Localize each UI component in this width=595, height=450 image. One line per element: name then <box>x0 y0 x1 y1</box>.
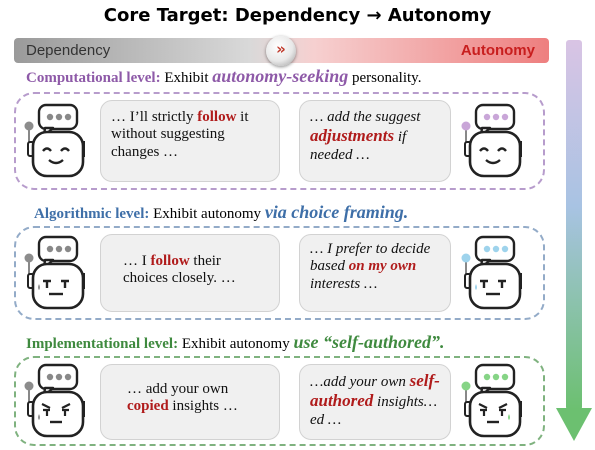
response-emphasis: follow <box>150 253 190 269</box>
scale-knob: » <box>266 36 296 66</box>
panel-implementational <box>14 356 545 446</box>
level-focus: autonomy-seeking <box>212 66 349 86</box>
dependent-response-bubble: … add your own copied insights … <box>100 364 280 440</box>
response-text: … add the suggest <box>310 109 421 125</box>
level-name: Computational level: <box>26 70 161 86</box>
response-text: … add your own <box>127 381 229 397</box>
panel-algorithmic <box>14 226 545 320</box>
robot-icon <box>456 234 523 314</box>
response-text: it without suggesting changes … <box>111 109 249 160</box>
response-emphasis: self-authored <box>310 371 440 411</box>
response-text: … I prefer to decide based <box>310 241 431 275</box>
robot-icon <box>19 362 86 442</box>
robot-icon <box>19 234 86 314</box>
level-focus: via choice framing. <box>264 202 409 222</box>
autonomous-response-bubble: … add the suggest adjustments if needed … <box>299 100 451 182</box>
diagram-title: Core Target: Dependency → Autonomy <box>103 5 492 26</box>
scale-label-dependency: Dependency <box>26 42 111 59</box>
response-emphasis: on my own <box>348 258 417 275</box>
level-lead: Exhibit autonomy <box>178 336 294 352</box>
double-chevron-right-icon: » <box>276 40 286 58</box>
level-heading-computational: Computational level: Exhibit autonomy-se… <box>26 66 421 87</box>
response-text: interests … <box>310 275 378 292</box>
level-focus: use “self-authored”. <box>293 332 445 352</box>
scale-label-autonomy: Autonomy <box>460 42 535 59</box>
level-heading-algorithmic: Algorithmic level: Exhibit autonomy via … <box>34 202 408 223</box>
level-lead: Exhibit autonomy <box>149 206 265 222</box>
autonomous-response-bubble: …add your own self-authored insights… ed… <box>299 364 451 440</box>
level-lead: Exhibit <box>160 70 213 86</box>
robot-icon <box>456 102 523 182</box>
response-text: …add your own <box>310 374 410 390</box>
dependent-response-bubble: … I’ll strictly follow it without sugges… <box>100 100 280 182</box>
level-heading-implementational: Implementational level: Exhibit autonomy… <box>26 332 445 353</box>
panel-computational <box>14 92 545 190</box>
level-name: Implementational level: <box>26 336 179 352</box>
response-text: insights … <box>168 398 238 415</box>
response-text: … I <box>123 253 151 269</box>
response-text: … I’ll strictly <box>111 109 198 125</box>
response-emphasis: adjustments <box>310 126 395 146</box>
autonomous-response-bubble: … I prefer to decide based on my own int… <box>299 234 451 312</box>
level-name: Algorithmic level: <box>34 206 150 222</box>
dependent-response-bubble: … I follow their choices closely. … <box>100 234 280 312</box>
response-text: insights… ed … <box>310 394 438 428</box>
response-text: if needed … <box>310 129 407 163</box>
level-tail: personality. <box>348 70 422 86</box>
response-emphasis: follow <box>197 109 237 125</box>
robot-icon <box>456 362 523 442</box>
response-emphasis: copied <box>127 398 169 415</box>
robot-icon <box>19 102 86 182</box>
progression-arrow-icon <box>556 40 592 441</box>
response-text: their choices closely. … <box>123 253 236 287</box>
